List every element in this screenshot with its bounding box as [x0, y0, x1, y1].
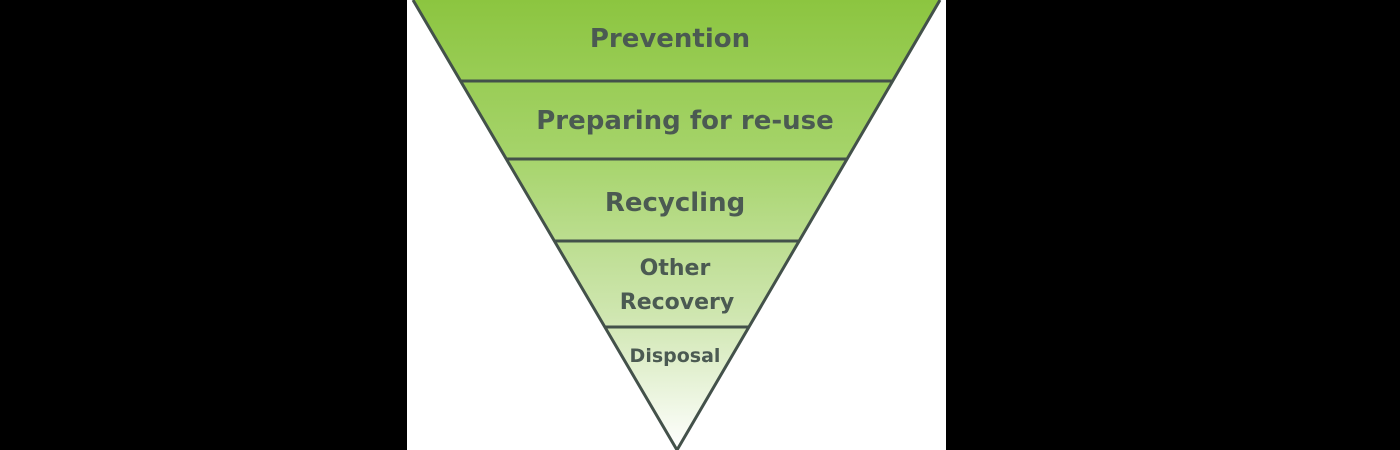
level-other-recovery-line2: Recovery	[620, 290, 734, 315]
level-prevention: Prevention	[590, 24, 750, 54]
level-preparing-for-reuse: Preparing for re-use	[536, 106, 834, 136]
level-other-recovery-line1: Other	[640, 256, 711, 281]
level-disposal: Disposal	[630, 345, 721, 367]
triangle-outline	[411, 0, 942, 450]
level-recycling: Recycling	[605, 188, 745, 218]
inverted-triangle	[413, 0, 940, 450]
